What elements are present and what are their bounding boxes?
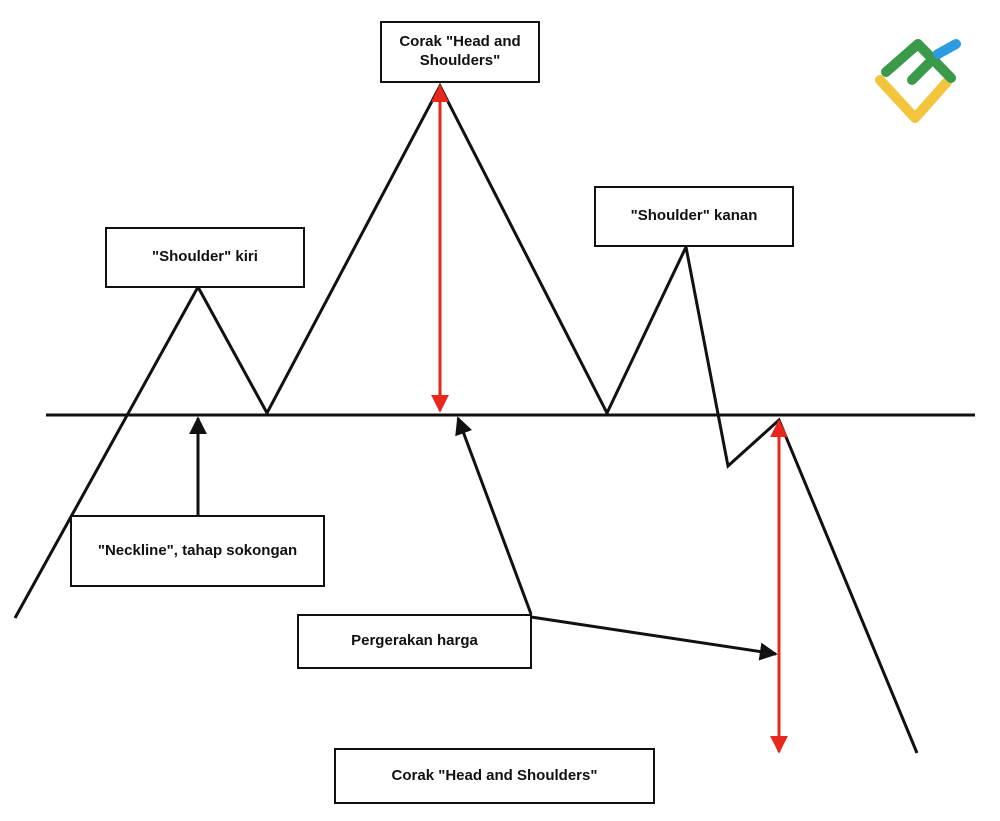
left-shoulder-box: "Shoulder" kiri xyxy=(105,227,305,288)
neckline-label: "Neckline", tahap sokongan xyxy=(97,541,298,559)
price-movement-arrow-right xyxy=(530,615,778,661)
right-shoulder-box: "Shoulder" kanan xyxy=(594,186,794,247)
head-title-box: Corak "Head and Shoulders" xyxy=(380,21,540,83)
price-movement-label: Pergerakan harga xyxy=(351,632,478,650)
neckline-box: "Neckline", tahap sokongan xyxy=(70,515,325,587)
head-title-label: Corak "Head and Shoulders" xyxy=(399,33,521,69)
left-shoulder-label: "Shoulder" kiri xyxy=(152,248,258,266)
right-shoulder-label: "Shoulder" kanan xyxy=(630,207,758,225)
price-path xyxy=(13,82,919,754)
caption-box: Corak "Head and Shoulders" xyxy=(334,748,655,804)
price-movement-arrow-up xyxy=(455,416,533,615)
caption-label: Corak "Head and Shoulders" xyxy=(391,766,598,784)
price-movement-box: Pergerakan harga xyxy=(297,614,532,669)
brand-logo-icon xyxy=(875,39,961,123)
